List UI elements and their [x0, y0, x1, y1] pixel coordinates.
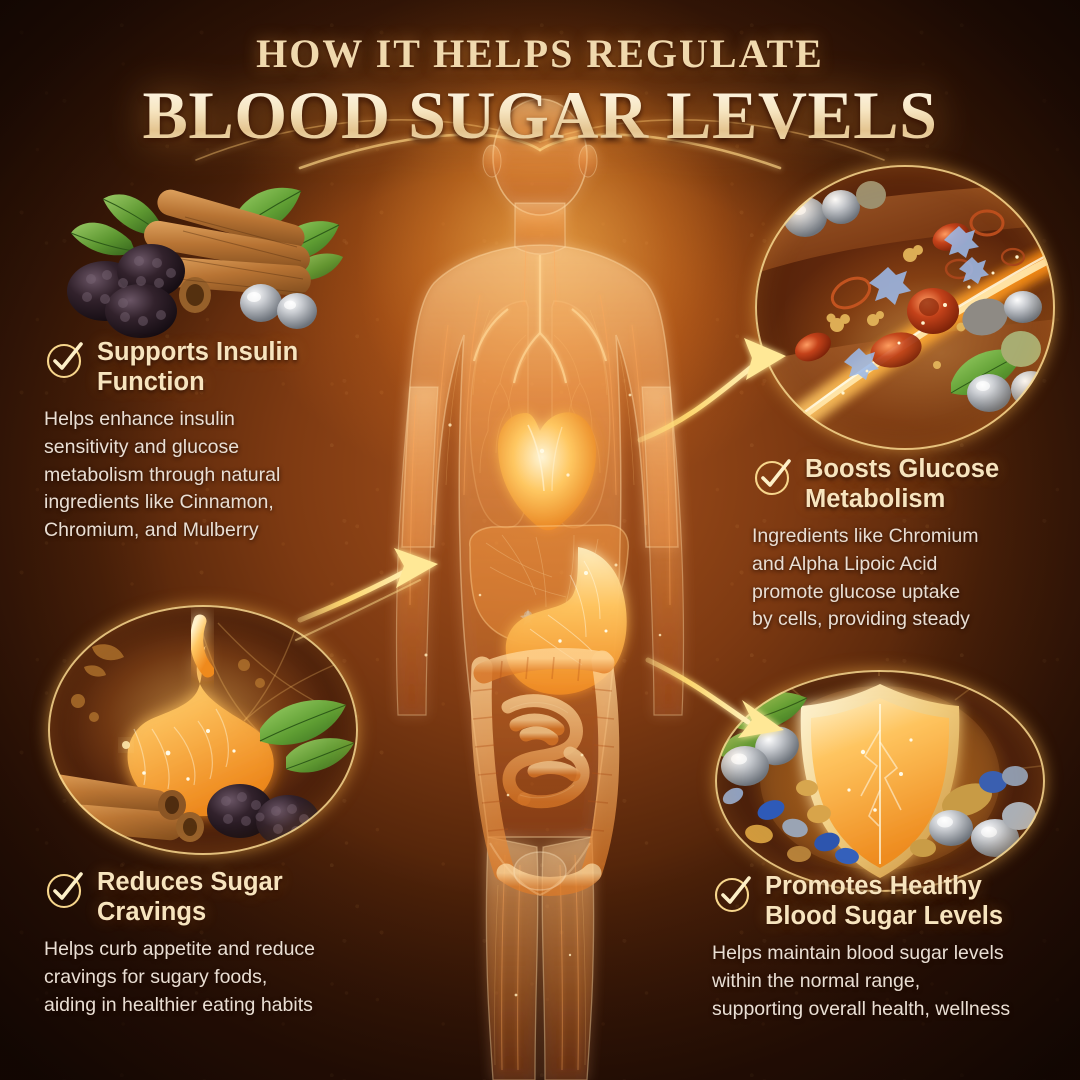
feature-title-insulin: Supports Insulin Function: [97, 338, 299, 396]
stomach-disc: [48, 605, 358, 855]
page-title: HOW IT HELPS REGULATE BLOOD SUGAR LEVELS: [0, 30, 1080, 150]
feature-title-healthy-levels: Promotes Healthy Blood Sugar Levels: [765, 872, 1004, 930]
image-golden-shield-minerals: [715, 670, 1045, 892]
vessel-disc: [755, 165, 1055, 450]
feature-heading-insulin: Supports Insulin Function: [44, 338, 364, 397]
feature-title-cravings: Reduces Sugar Cravings: [97, 868, 283, 926]
check-circle-icon: [44, 339, 86, 381]
image-blood-vessel-cells: [755, 165, 1055, 450]
feature-title-glucose: Boosts Glucose Metabolism: [805, 455, 1000, 513]
feature-heading-glucose: Boosts Glucose Metabolism: [752, 455, 1070, 514]
title-line-1: HOW IT HELPS REGULATE: [256, 31, 824, 76]
shield-disc: [715, 670, 1045, 892]
image-cinnamon-mulberry-chromium: [35, 175, 355, 360]
feature-body-cravings: Helps curb appetite and reduce cravings …: [44, 938, 316, 1016]
feature-body-glucose: Ingredients like Chromium and Alpha Lipo…: [752, 525, 979, 631]
feature-body-healthy-levels: Helps maintain blood sugar levels within…: [712, 942, 1011, 1020]
check-circle-icon: [712, 873, 754, 915]
image-glowing-stomach: [48, 605, 358, 855]
feature-card-insulin: Supports Insulin Function Helps enhance …: [44, 338, 364, 545]
check-circle-icon: [44, 869, 86, 911]
feature-card-cravings: Reduces Sugar Cravings Helps curb appeti…: [44, 868, 374, 1019]
feature-card-glucose: Boosts Glucose Metabolism Ingredients li…: [752, 455, 1070, 634]
feature-card-healthy-levels: Promotes Healthy Blood Sugar Levels Help…: [712, 872, 1062, 1023]
feature-heading-cravings: Reduces Sugar Cravings: [44, 868, 374, 927]
title-line-2: BLOOD SUGAR LEVELS: [0, 80, 1080, 150]
check-circle-icon: [752, 456, 794, 498]
feature-heading-healthy-levels: Promotes Healthy Blood Sugar Levels: [712, 872, 1062, 931]
feature-body-insulin: Helps enhance insulin sensitivity and gl…: [44, 408, 281, 541]
human-anatomy-figure: [330, 95, 750, 1080]
